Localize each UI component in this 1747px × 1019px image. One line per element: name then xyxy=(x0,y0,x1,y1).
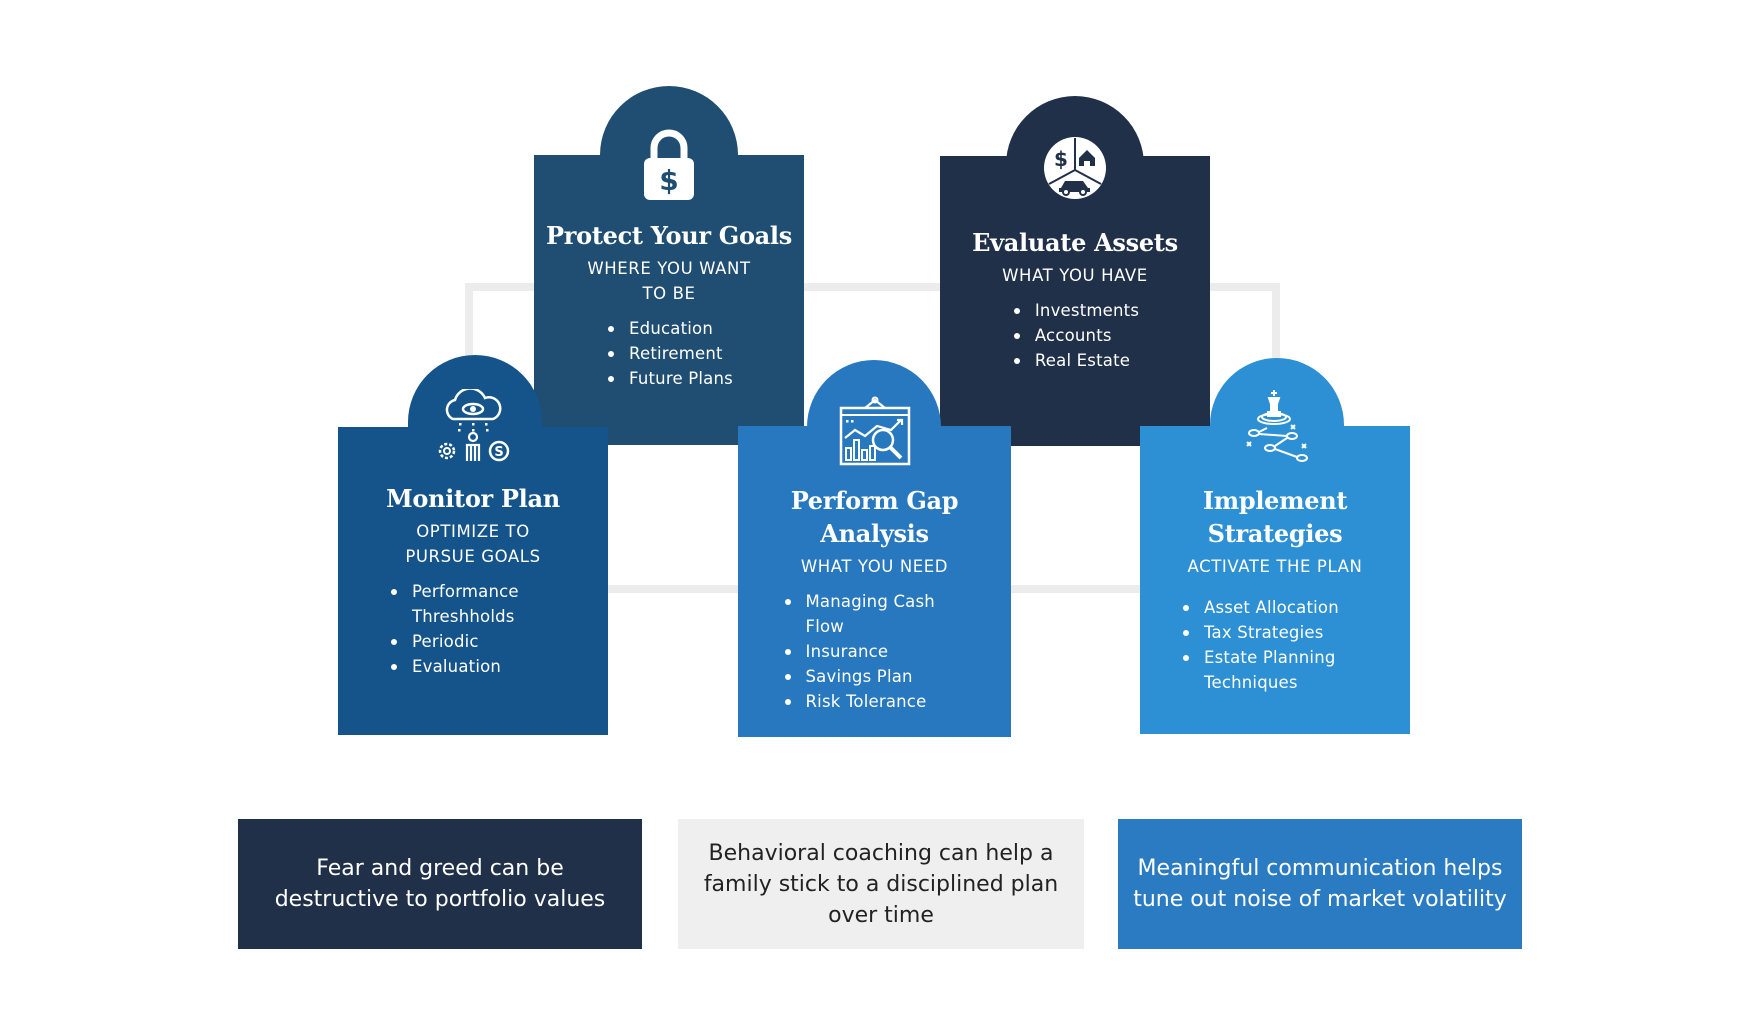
card-title: Implement Strategies xyxy=(1140,484,1410,550)
card-title: Monitor Plan xyxy=(386,484,560,513)
card-body xyxy=(1140,426,1410,734)
subtitle-line: WHAT YOU NEED xyxy=(800,557,949,576)
card-title: Protect Your Goals xyxy=(546,221,792,250)
connector-top xyxy=(465,283,1280,291)
card-content: Evaluate Assets WHAT YOU HAVE Investment… xyxy=(940,226,1210,373)
card-content: Monitor Plan OPTIMIZE TO PURSUE GOALS Pe… xyxy=(338,482,608,679)
list-item: Retirement xyxy=(605,341,733,366)
subtitle-line: WHERE YOU WANT xyxy=(587,259,751,278)
note-text: Meaningful communication helps tune out … xyxy=(1133,856,1507,912)
lock-dollar-icon: $ xyxy=(641,126,697,202)
cloud-eye-monitor-icon: S xyxy=(433,389,513,465)
card-list: Asset Allocation Tax Strategies Estate P… xyxy=(1180,595,1370,695)
list-item: Periodic xyxy=(388,629,558,654)
card-implement-strategies: Implement Strategies ACTIVATE THE PLAN A… xyxy=(1140,358,1410,734)
card-protect-your-goals: $ Protect Your Goals WHERE YOU WANT TO B… xyxy=(534,86,804,445)
note-text: Behavioral coaching can help a family st… xyxy=(703,840,1059,928)
list-item: Savings Plan xyxy=(782,664,968,689)
card-subtitle: WHAT YOU NEED xyxy=(738,554,1011,579)
card-list: Managing Cash Flow Insurance Savings Pla… xyxy=(782,589,968,714)
list-item: Accounts xyxy=(1011,323,1139,348)
note-fear-and-greed: Fear and greed can be destructive to por… xyxy=(238,819,642,949)
list-item: Education xyxy=(605,316,733,341)
subtitle-line: OPTIMIZE TO xyxy=(416,522,530,541)
list-item: Performance Threshholds xyxy=(388,579,558,629)
svg-text:$: $ xyxy=(659,164,678,197)
card-body xyxy=(534,155,804,445)
card-title: Perform Gap Analysis xyxy=(738,484,1011,550)
card-body xyxy=(738,426,1011,737)
title-line: Strategies xyxy=(1207,519,1343,548)
note-behavioral-coaching: Behavioral coaching can help a family st… xyxy=(678,819,1084,949)
card-body xyxy=(338,427,608,735)
list-item: Investments xyxy=(1011,298,1139,323)
list-item: Managing Cash Flow xyxy=(782,589,968,639)
title-line: Perform Gap xyxy=(790,486,959,515)
note-text: Fear and greed can be destructive to por… xyxy=(274,856,606,912)
card-subtitle: WHAT YOU HAVE xyxy=(940,263,1210,288)
chess-strategy-icon xyxy=(1242,388,1308,462)
card-subtitle: OPTIMIZE TO PURSUE GOALS xyxy=(338,519,608,569)
note-meaningful-communication: Meaningful communication helps tune out … xyxy=(1118,819,1522,949)
title-line: Analysis xyxy=(820,519,929,548)
list-item: Asset Allocation xyxy=(1180,595,1370,620)
card-content: Protect Your Goals WHERE YOU WANT TO BE … xyxy=(534,219,804,391)
list-item: Estate Planning Techniques xyxy=(1180,645,1370,695)
subtitle-line: PURSUE GOALS xyxy=(405,547,541,566)
card-body xyxy=(940,156,1210,446)
subtitle-line: WHAT YOU HAVE xyxy=(1002,266,1148,285)
card-content: Implement Strategies ACTIVATE THE PLAN A… xyxy=(1140,484,1410,695)
title-line: Implement xyxy=(1202,486,1348,515)
list-item: Insurance xyxy=(782,639,968,664)
list-item: Real Estate xyxy=(1011,348,1139,373)
card-subtitle: WHERE YOU WANT TO BE xyxy=(534,256,804,306)
svg-text:S: S xyxy=(494,445,503,460)
svg-text:$: $ xyxy=(1054,147,1068,171)
card-perform-gap-analysis: Perform Gap Analysis WHAT YOU NEED Manag… xyxy=(738,360,1011,737)
card-monitor-plan: S Monitor Plan OPTIMIZE TO PURSUE GOALS … xyxy=(338,355,608,735)
card-list: Investments Accounts Real Estate xyxy=(1011,298,1139,373)
subtitle-line: TO BE xyxy=(642,284,696,303)
card-title: Evaluate Assets xyxy=(972,228,1178,257)
assets-pie-icon: $ xyxy=(1043,136,1107,200)
subtitle-line: ACTIVATE THE PLAN xyxy=(1187,557,1363,576)
chart-analysis-icon xyxy=(839,396,911,466)
card-list: Performance Threshholds Periodic Evaluat… xyxy=(388,579,558,679)
list-item: Risk Tolerance xyxy=(782,689,968,714)
card-evaluate-assets: $ Evaluate Assets WHAT YOU HAVE Investme… xyxy=(940,96,1210,446)
card-content: Perform Gap Analysis WHAT YOU NEED Manag… xyxy=(738,484,1011,714)
list-item: Future Plans xyxy=(605,366,733,391)
list-item: Tax Strategies xyxy=(1180,620,1370,645)
card-list: Education Retirement Future Plans xyxy=(605,316,733,391)
list-item: Evaluation xyxy=(388,654,558,679)
card-subtitle: ACTIVATE THE PLAN xyxy=(1140,554,1410,579)
